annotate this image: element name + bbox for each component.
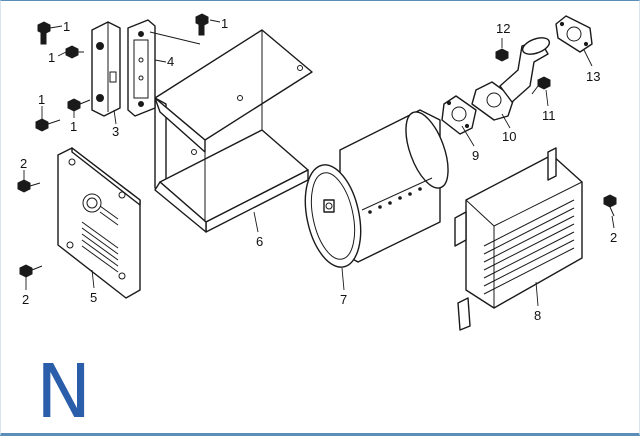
bolt-icon [603, 194, 617, 217]
bolt-fasteners [17, 13, 617, 278]
callout-1: 1 [48, 50, 55, 65]
bolt-icon [17, 179, 41, 193]
callout-13: 13 [586, 69, 600, 84]
bolt-icon [195, 13, 209, 36]
bolt-icon [65, 45, 84, 59]
gasket-plate-part [127, 19, 156, 117]
bolt-icon [67, 98, 91, 112]
callout-7: 7 [340, 292, 347, 307]
callout-1: 1 [38, 92, 45, 107]
bolt-icon [37, 21, 51, 45]
callout-1: 1 [221, 16, 228, 31]
muffler-part [304, 109, 449, 268]
callout-1: 1 [70, 119, 77, 134]
exhaust-pipe-part [471, 37, 551, 121]
callout-11: 11 [542, 108, 556, 123]
callout-2: 2 [610, 230, 617, 245]
leader-lines [23, 19, 615, 307]
callout-3: 3 [112, 124, 119, 139]
callout-8: 8 [534, 308, 541, 323]
nut-icon [495, 48, 509, 62]
heat-shield-part [57, 147, 141, 299]
callout-2: 2 [20, 156, 27, 171]
callout-4: 4 [167, 54, 174, 69]
callout-labels: 1 1 1 1 1 2 2 2 3 4 5 6 7 8 9 10 11 12 1… [20, 16, 617, 323]
mounting-bracket-part [91, 21, 121, 117]
callout-12: 12 [496, 21, 510, 36]
callout-2: 2 [22, 292, 29, 307]
callout-5: 5 [90, 290, 97, 305]
callout-6: 6 [256, 234, 263, 249]
callout-10: 10 [502, 129, 516, 144]
exhaust-gasket-part [441, 95, 477, 135]
outer-cover-part [454, 147, 583, 331]
bolt-icon [531, 76, 551, 95]
bolt-icon [35, 118, 61, 132]
callout-1: 1 [63, 19, 70, 34]
bolt-icon [19, 264, 43, 278]
section-letter: N [36, 349, 91, 435]
muffler-cover-part [154, 29, 313, 233]
upper-gasket-part [555, 15, 593, 53]
callout-9: 9 [472, 148, 479, 163]
